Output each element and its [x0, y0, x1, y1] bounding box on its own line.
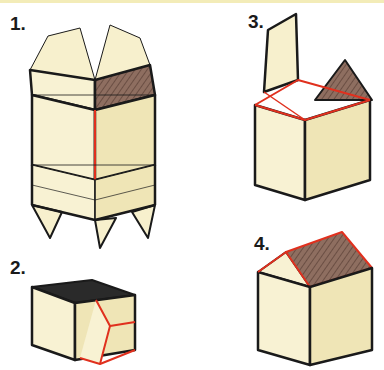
callout-number: 2.	[10, 258, 26, 277]
box-1	[30, 25, 155, 248]
box-2	[32, 280, 135, 364]
callout-number: 4.	[254, 234, 270, 253]
callout-number: 3.	[248, 12, 264, 31]
box-4	[258, 232, 372, 365]
box-3	[255, 14, 372, 200]
callout-number: 1.	[10, 14, 26, 33]
